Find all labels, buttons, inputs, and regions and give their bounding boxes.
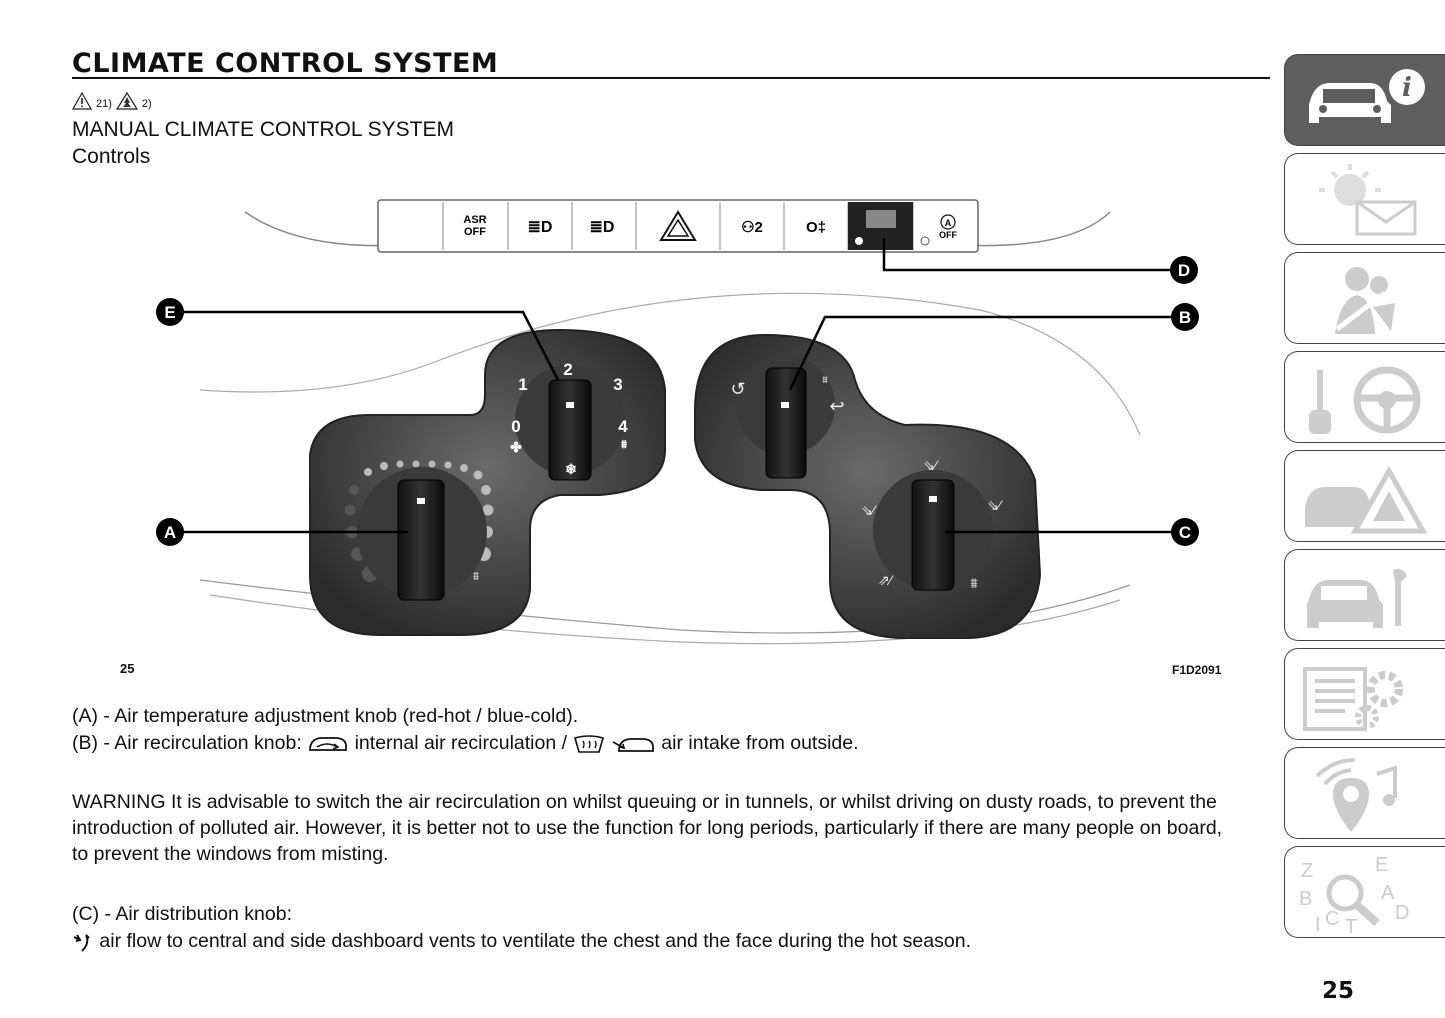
svg-text:⇘⁄: ⇘⁄ [861,502,878,518]
svg-text:❄: ❄ [565,461,577,477]
svg-text:⩩: ⩩ [822,375,828,386]
tab-technical-data[interactable] [1284,648,1445,740]
svg-text:OFF: OFF [939,230,957,240]
fan-speed-0: 0 [511,417,520,436]
page-title: CLIMATE CONTROL SYSTEM [72,48,499,79]
item-b-suffix: air intake from outside. [661,732,859,754]
svg-text:A: A [945,218,952,228]
car-info-icon: i [1309,69,1425,123]
fan-speed-1: 1 [518,375,527,394]
svg-text:A: A [1381,882,1395,904]
callout-b: B [1179,308,1191,327]
tab-maintenance[interactable] [1284,549,1445,641]
subsection-title: Controls [72,145,151,168]
reference-marks: 21) 2) [72,92,152,110]
warning-lights-icon [1319,164,1417,236]
svg-text:⇘⁄: ⇘⁄ [987,497,1004,513]
tab-emergency[interactable] [1284,450,1445,542]
title-rule [72,77,1270,79]
warning-ref: 21) [96,98,112,110]
item-b: (B) - Air recirculation knob: internal a… [72,730,1232,756]
figure-code: F1D2091 [1172,663,1222,677]
svg-text:C: C [1325,908,1339,930]
figure-number: 25 [120,661,135,676]
svg-text:OFF: OFF [464,226,486,238]
fan-speed-2: 2 [563,360,572,379]
callout-e: E [164,303,175,322]
svg-text:⩩: ⩩ [621,439,627,451]
svg-text:↺: ↺ [730,379,745,399]
outside-air-icon [612,737,654,752]
key-steering-icon [1309,366,1421,434]
callout-a: A [164,523,176,542]
svg-text:O‡: O‡ [806,219,826,236]
technical-data-icon [1303,667,1403,731]
svg-text:≣D: ≣D [528,219,553,236]
svg-text:⇗⁄: ⇗⁄ [878,572,895,588]
svg-text:ASR: ASR [463,214,486,226]
environment-ref: 2) [141,98,152,110]
face-vent-icon [73,934,90,952]
callout-d: D [1178,261,1190,280]
item-c-text: air flow to central and side dashboard v… [99,930,971,952]
seatbelt-airbag-icon [1335,267,1395,334]
callout-c: C [1179,523,1191,542]
multimedia-icon [1315,758,1397,832]
item-b-prefix: (B) - Air recirculation knob: [72,732,308,754]
section-title: MANUAL CLIMATE CONTROL SYSTEM [72,118,454,141]
item-b-mid: internal air recirculation / [354,732,573,754]
svg-text:E: E [1375,854,1388,876]
warning-triangle-icon [72,92,92,110]
svg-text:i: i [1402,73,1412,103]
environment-triangle-icon [115,92,138,110]
svg-text:⩩: ⩩ [473,569,480,583]
svg-text:⩩: ⩩ [970,575,978,591]
svg-text:I: I [1315,914,1321,933]
svg-text:D: D [1395,902,1409,924]
page-number: 25 [1322,978,1355,1004]
svg-text:⚇2: ⚇2 [741,219,763,236]
fan-speed-4: 4 [618,417,628,436]
fan-speed-3: 3 [613,375,622,394]
svg-text:✤: ✤ [510,439,522,455]
recirculation-icon [309,736,348,751]
warning-paragraph: WARNING It is advisable to switch the ai… [72,791,1223,865]
tab-car-info[interactable]: i [1284,54,1445,146]
windshield-defrost-icon [574,735,605,753]
accident-triangle-icon [1305,465,1428,534]
svg-text:T: T [1345,916,1357,933]
car-tools-icon [1307,568,1407,628]
svg-text:⇘⁄: ⇘⁄ [923,457,940,473]
tab-safety[interactable] [1284,252,1445,344]
tab-multimedia[interactable] [1284,747,1445,839]
svg-text:B: B [1299,888,1312,910]
tab-starting[interactable] [1284,351,1445,443]
item-c: (C) - Air distribution knob: [72,903,292,925]
svg-text:↩: ↩ [829,396,844,416]
svg-text:Z: Z [1301,860,1313,882]
item-a: (A) - Air temperature adjustment knob (r… [72,705,579,727]
tab-warning-lights[interactable] [1284,153,1445,245]
svg-text:≣D: ≣D [590,219,615,236]
item-c-line: air flow to central and side dashboard v… [72,928,1232,954]
